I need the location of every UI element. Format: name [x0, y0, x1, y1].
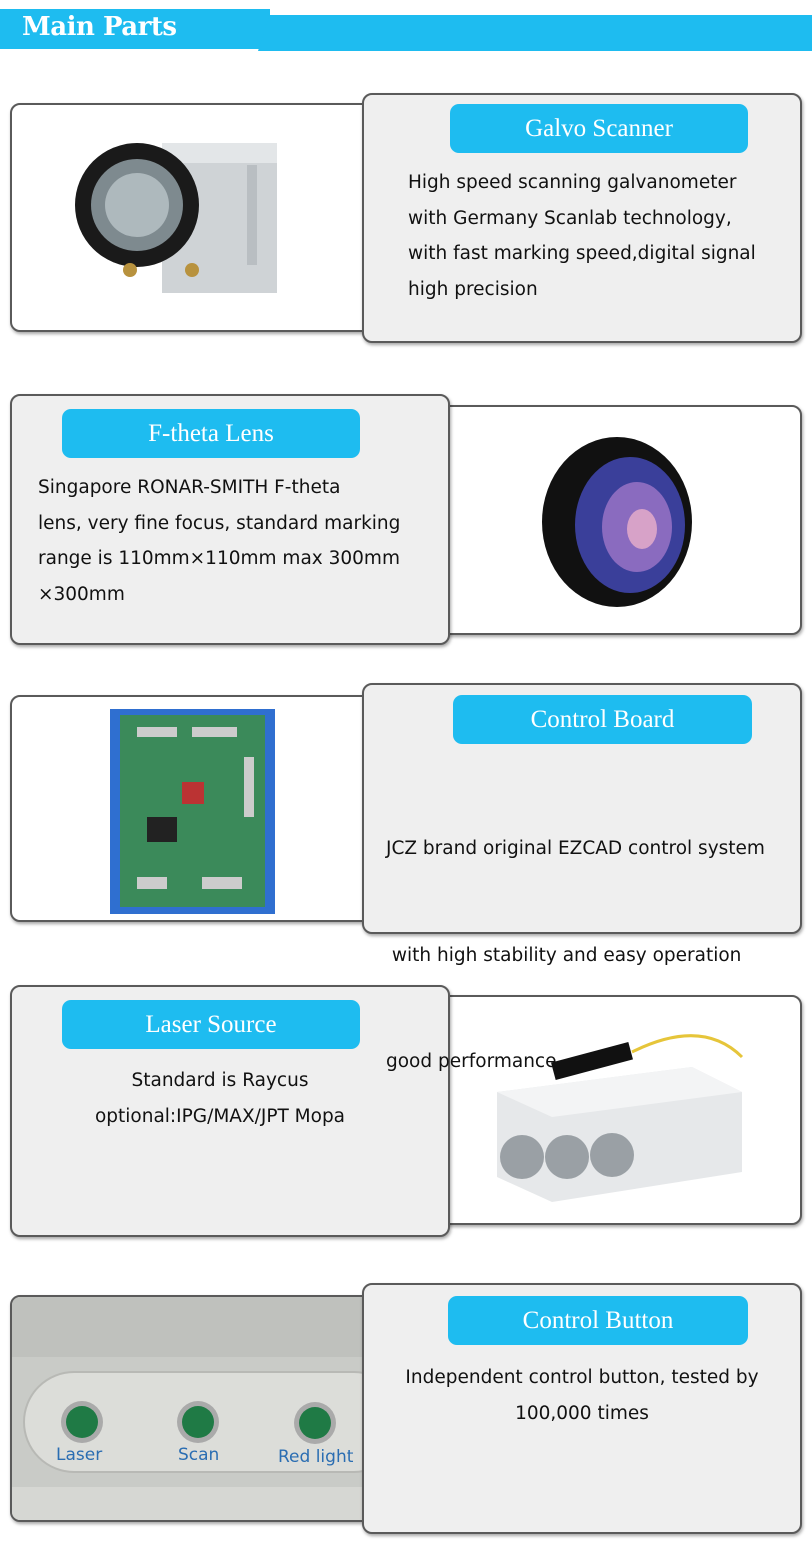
desc-line: High speed scanning galvanometer — [408, 172, 737, 193]
page-title: Main Parts — [22, 12, 177, 42]
desc-line: ×300mm — [38, 583, 125, 605]
desc-line: with Germany Scanlab technology, — [408, 207, 732, 229]
scan-button-label: Scan — [178, 1445, 220, 1465]
desc-line: high precision — [408, 278, 538, 300]
control-button-image: Laser Scan Red light — [10, 1295, 375, 1522]
control-board-image — [10, 695, 375, 922]
desc-line: range is 110mm×110mm max 300mm — [38, 548, 400, 569]
laser-button-label: Laser — [56, 1445, 103, 1465]
f-theta-lens-image — [440, 405, 802, 635]
control-button-description: Independent control button, tested by 10… — [362, 1360, 802, 1431]
desc-line: optional:IPG/MAX/JPT Mopa — [94, 1105, 346, 1127]
red-light-button-label: Red light — [278, 1447, 354, 1467]
main-parts-header: Main Parts — [0, 6, 812, 52]
desc-line: with fast marking speed,digital signal — [408, 243, 756, 264]
galvo-scanner-title: Galvo Scanner — [450, 104, 748, 153]
galvo-scanner-description: High speed scanning galvanometer with Ge… — [408, 165, 756, 307]
desc-line: Independent control button, tested by — [405, 1367, 759, 1388]
laser-source-image — [440, 995, 802, 1225]
f-theta-lens-title: F-theta Lens — [62, 409, 360, 458]
f-theta-lens-description: Singapore RONAR-SMITH F-theta lens, very… — [38, 470, 400, 612]
laser-source-description: Standard is Raycus optional:IPG/MAX/JPT … — [10, 1063, 430, 1134]
control-button-title: Control Button — [448, 1296, 748, 1345]
desc-line: JCZ brand original EZCAD control system — [386, 838, 765, 859]
control-board-title: Control Board — [453, 695, 752, 744]
laser-source-title: Laser Source — [62, 1000, 360, 1049]
desc-line: Standard is Raycus — [131, 1070, 309, 1091]
control-board-description: JCZ brand original EZCAD control system … — [386, 760, 765, 1115]
desc-line: 100,000 times — [515, 1402, 649, 1424]
desc-line: with high stability and easy operation — [386, 944, 742, 966]
desc-line: Singapore RONAR-SMITH F-theta — [38, 477, 341, 498]
galvo-scanner-image — [10, 103, 375, 332]
desc-line: lens, very fine focus, standard marking — [38, 512, 401, 534]
desc-line: good performance — [386, 1051, 557, 1072]
